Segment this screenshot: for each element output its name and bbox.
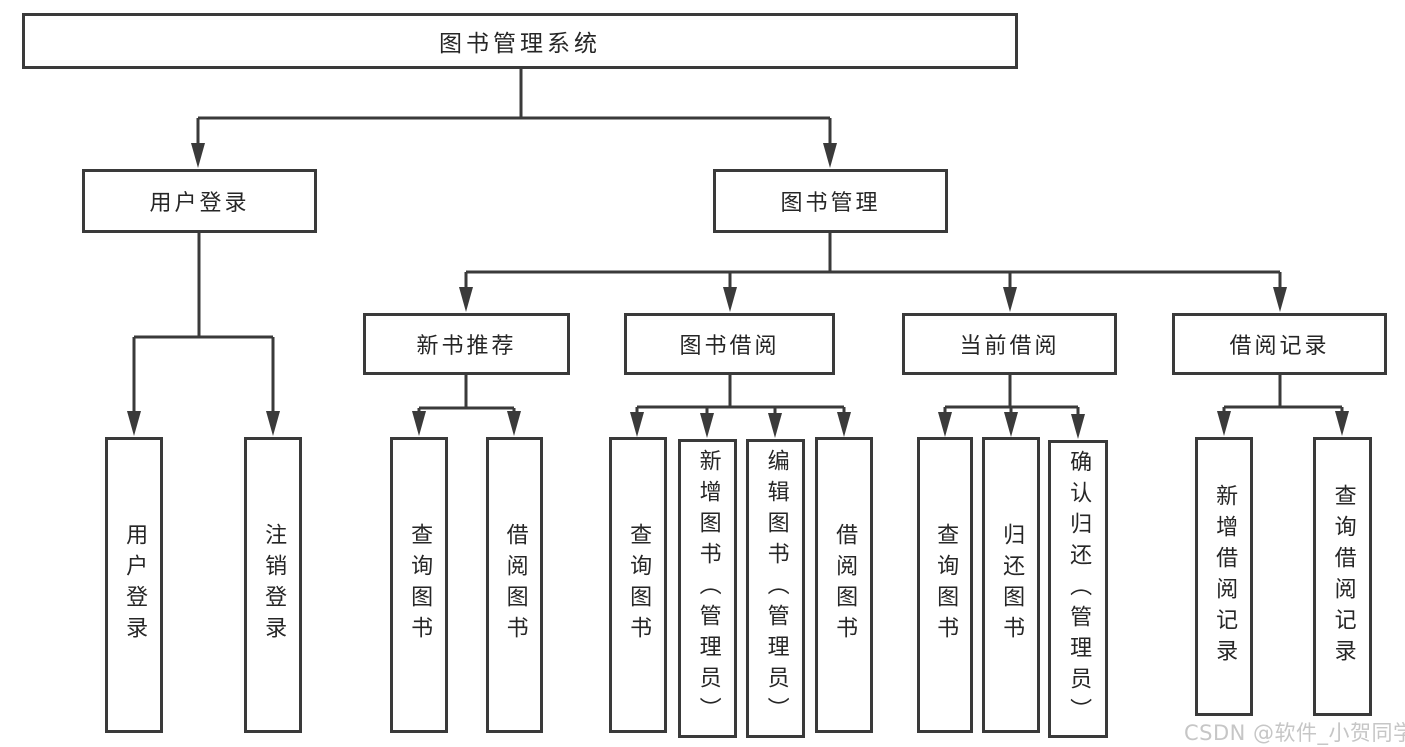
node-label: 借阅图书 xyxy=(832,523,858,647)
node-label: 新增借阅记录 xyxy=(1212,483,1238,670)
node-borrow-books: 借阅图书 xyxy=(815,437,873,733)
node-query-borrow-record: 查询借阅记录 xyxy=(1313,437,1372,716)
node-label: 查询图书 xyxy=(933,523,959,647)
node-confirm-return-admin: 确认归还（管理员） xyxy=(1048,440,1108,738)
node-label: 归还图书 xyxy=(999,523,1025,647)
node-label: 查询图书 xyxy=(626,523,652,647)
node-label: 编辑图书（管理员） xyxy=(763,449,789,728)
node-user-login-action: 用户登录 xyxy=(105,437,163,733)
node-library-system: 图书管理系统 xyxy=(22,13,1018,69)
node-label: 图书管理系统 xyxy=(439,31,601,57)
node-borrowing-records: 借阅记录 xyxy=(1172,313,1387,375)
node-query-books-current: 查询图书 xyxy=(917,437,973,733)
node-return-books: 归还图书 xyxy=(982,437,1040,733)
node-current-borrowing: 当前借阅 xyxy=(902,313,1117,375)
node-label: 当前借阅 xyxy=(959,334,1060,359)
node-label: 借阅图书 xyxy=(502,523,528,647)
node-label: 查询借阅记录 xyxy=(1330,483,1356,670)
node-label: 用户登录 xyxy=(122,523,148,647)
node-label: 借阅记录 xyxy=(1229,334,1330,359)
node-add-borrow-record: 新增借阅记录 xyxy=(1195,437,1253,716)
node-label: 用户登录 xyxy=(149,191,250,216)
node-user-login: 用户登录 xyxy=(82,169,317,233)
node-borrow-books-recommend: 借阅图书 xyxy=(486,437,543,733)
csdn-watermark: CSDN @软件_小贺同学 xyxy=(1184,721,1405,745)
node-label: 新书推荐 xyxy=(416,334,517,359)
node-label: 注销登录 xyxy=(261,523,287,647)
node-label: 图书借阅 xyxy=(679,334,780,359)
node-label: 新增图书（管理员） xyxy=(695,449,721,728)
node-label: 确认归还（管理员） xyxy=(1066,449,1092,729)
node-book-borrowing: 图书借阅 xyxy=(624,313,835,375)
node-new-book-recommend: 新书推荐 xyxy=(363,313,570,375)
node-logout: 注销登录 xyxy=(244,437,302,733)
node-book-management: 图书管理 xyxy=(713,169,948,233)
node-label: 图书管理 xyxy=(780,191,881,216)
node-label: 查询图书 xyxy=(407,523,433,647)
node-add-books-admin: 新增图书（管理员） xyxy=(678,439,737,738)
node-edit-books-admin: 编辑图书（管理员） xyxy=(746,439,805,738)
node-query-books-borrowing: 查询图书 xyxy=(609,437,667,733)
node-query-books-recommend: 查询图书 xyxy=(390,437,448,733)
